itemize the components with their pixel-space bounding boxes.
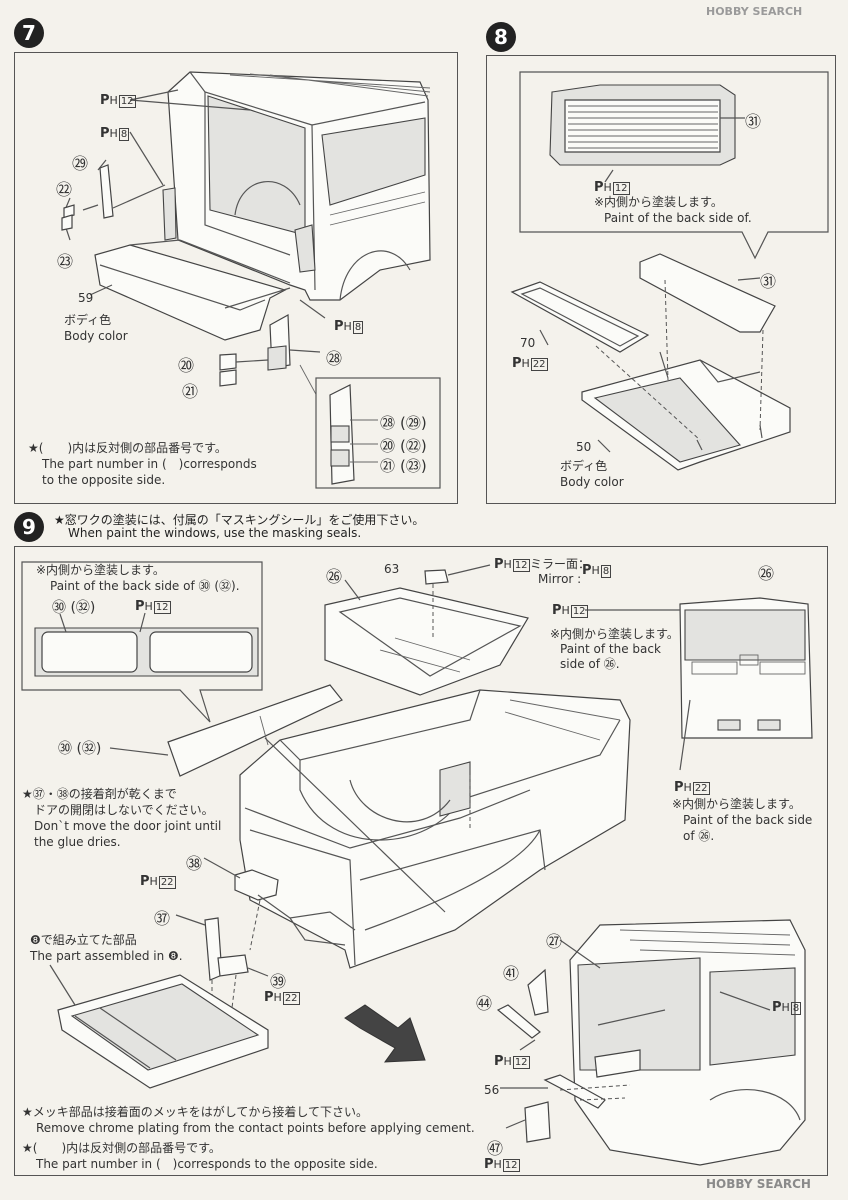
step7-note-en-1: The part number in ( )corresponds [42,457,257,471]
box-part-22: (㉒) [400,437,427,455]
step-8-badge: 8 [486,22,516,52]
box-part-23: (㉓) [400,457,427,475]
part-37-label: ㊲ [154,909,171,928]
right-paint1-ja: ※内側から塗装します。 [550,627,679,641]
part-38-label: ㊳ [186,854,203,873]
body-color-ja: ボディ色 [64,313,112,327]
step7-van-body [162,71,431,301]
glue-note-en-1: Don`t move the door joint until [34,819,222,833]
mirror-ja: ミラー面： [530,557,591,571]
glue-note-ja-2: ドアの開閉はしないでください。 [34,803,214,817]
box-part-21: ㉑ [380,457,396,475]
step-9-badge: 9 [14,512,44,542]
part-39-label: ㊴ [270,972,287,991]
step9-header-ja: ★窓ワクの塗装には、付属の「マスキングシール」をご使用下さい。 [54,513,425,527]
chrome-note-ja: ★メッキ部品は接着面のメッキをはがしてから接着して下さい。 [22,1105,369,1119]
glue-note-en-2: the glue dries. [34,835,121,849]
watermark-top: HOBBY SEARCH [706,5,803,18]
step8-paint-en: Paint of the back side of. [604,211,752,225]
step9-note-en: The part number in ( )corresponds to the… [36,1157,378,1171]
right-paint2-ja: ※内側から塗装します。 [672,797,801,811]
part-41-label: ㊶ [503,964,520,983]
watermark-bottom: HOBBY SEARCH [706,1177,811,1191]
part-27-label: ㉗ [546,932,563,951]
part-44-label: ㊹ [476,994,493,1013]
right-paint2-en-1: Paint of the back side [683,813,813,827]
right-paint1-en-1: Paint of the back [560,642,661,656]
step8-body-color-ja: ボディ色 [560,459,608,473]
part-59-label: 59 [78,291,94,305]
box-part-20: ⑳ [380,437,396,455]
box-part-28: ㉘ [380,414,396,432]
right-paint2-en-2: of ㉖. [683,829,715,843]
inset-part-30-label: ㉚ (㉜) [52,600,96,616]
inset-paint-en: Paint of the back side of ㉚ (㉜). [50,579,240,593]
step9-panel [14,546,828,1176]
part-31-label-mid: ㉛ [760,272,777,291]
step7-panel [14,52,458,504]
part-31-label-top: ㉛ [745,112,762,131]
step8-panel [486,55,836,504]
body-color-en: Body color [64,329,128,343]
box-part-29: (㉙) [400,414,427,432]
step9-header-en: When paint the windows, use the masking … [68,526,362,540]
part-28-label: ㉘ [326,349,343,368]
glue-note-ja-1: ★㊲・㊳の接着剤が乾くまで [22,787,177,801]
part-26-label-roof: ㉖ [326,567,343,586]
part-56-label: 56 [484,1083,500,1097]
step8-body-color-en: Body color [560,475,624,489]
mirror-en: Mirror : [538,572,582,586]
part-70-label: 70 [520,336,536,350]
part-50-label: 50 [576,440,592,454]
step9-note-ja: ★( )内は反対側の部品番号です。 [22,1141,221,1155]
step7-note-ja: ★( )内は反対側の部品番号です。 [28,441,227,455]
right-paint1-en-2: side of ㉖. [560,657,620,671]
part-26-label-right: ㉖ [758,564,775,583]
part-21-label: ㉑ [182,382,199,401]
part-63-label: 63 [384,562,400,576]
step8-paint-ja: ※内側から塗装します。 [594,195,723,209]
step-7-badge: 7 [14,18,44,48]
inset-paint-ja: ※内側から塗装します。 [36,563,165,577]
step7-note-en-2: to the opposite side. [42,473,166,487]
chrome-note-en: Remove chrome plating from the contact p… [36,1121,475,1135]
part-22-label: ㉒ [56,180,73,199]
assembled-ja: ❽で組み立てた部品 [30,933,137,947]
part-23-label: ㉓ [57,252,74,271]
assembled-en: The part assembled in ❽. [30,949,183,963]
part-29-label: ㉙ [72,154,89,173]
part-30-label: ㉚ (㉜) [58,741,102,757]
part-20-label: ⑳ [178,356,195,375]
part-47-label: ㊼ [487,1139,504,1158]
